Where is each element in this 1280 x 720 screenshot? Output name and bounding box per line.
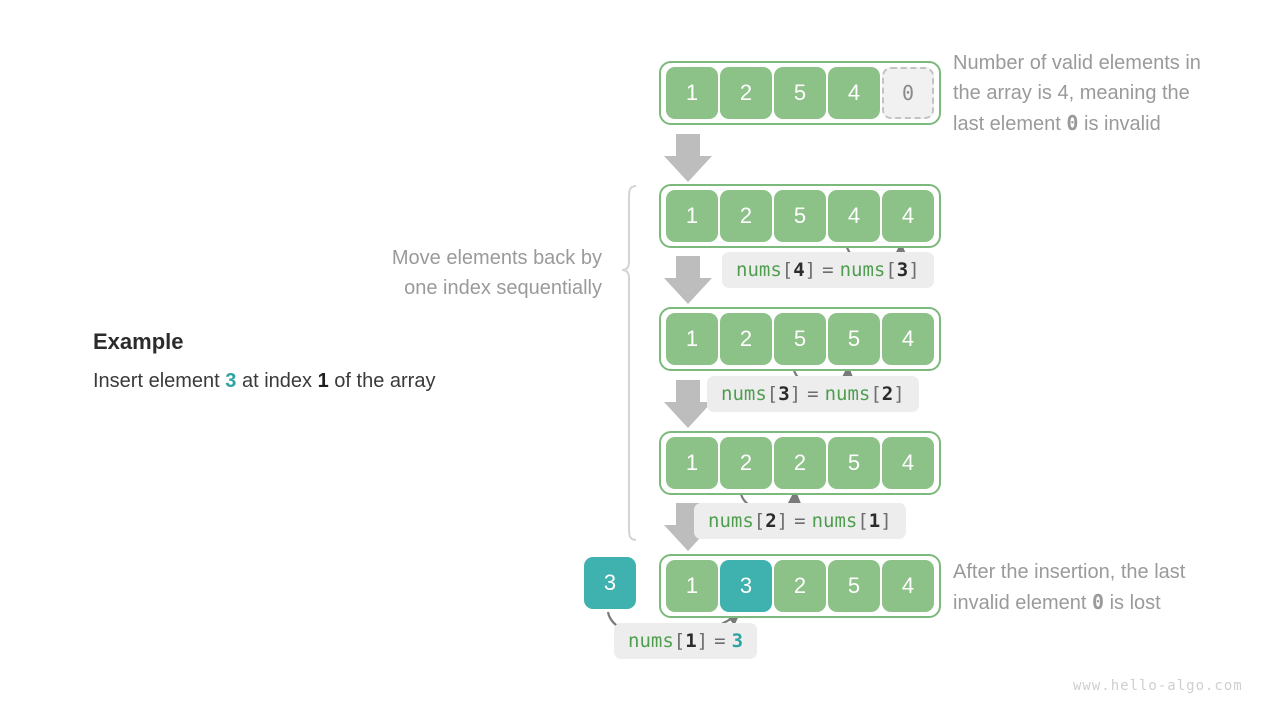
note-line: last element <box>953 113 1067 135</box>
code-assign-1-value: nums[1]=3 <box>614 623 758 659</box>
array-cell: 4 <box>828 190 880 242</box>
note-line: one index sequentially <box>404 277 602 299</box>
example-index: 1 <box>317 370 329 392</box>
code-identifier: nums <box>811 510 858 532</box>
insert-element-box: 3 <box>584 557 636 609</box>
final-array: 1 3 2 5 4 <box>659 554 941 618</box>
note-move-elements: Move elements back by one index sequenti… <box>322 243 602 303</box>
code-identifier: nums <box>839 259 886 281</box>
note-line: is lost <box>1104 592 1161 614</box>
array-cell: 2 <box>720 313 772 365</box>
array-cell: 2 <box>720 67 772 119</box>
code-bracket: ] <box>776 510 789 532</box>
code-value: 3 <box>731 630 744 652</box>
array-cell: 2 <box>774 560 826 612</box>
array-cell: 5 <box>828 560 880 612</box>
array-cell: 4 <box>882 437 934 489</box>
example-value: 3 <box>225 370 237 392</box>
code-index: 3 <box>896 259 909 281</box>
watermark: www.hello-algo.com <box>1073 678 1243 694</box>
shift-step-1-array: 1 2 5 4 4 <box>659 184 941 248</box>
array-cell-inserted: 3 <box>720 560 772 612</box>
code-bracket: ] <box>696 630 709 652</box>
array-cell: 1 <box>666 313 718 365</box>
code-bracket: ] <box>880 510 892 532</box>
array-cell: 5 <box>828 313 880 365</box>
note-line: After the insertion, the last <box>953 561 1186 583</box>
array-cell: 5 <box>774 190 826 242</box>
code-assign-3-from-2: nums[3]=nums[2] <box>707 376 919 412</box>
array-cell: 4 <box>882 313 934 365</box>
array-cell: 1 <box>666 560 718 612</box>
note-invalid-value: 0 <box>1091 590 1105 614</box>
code-bracket: ] <box>789 383 802 405</box>
code-index: 4 <box>793 259 805 281</box>
array-cell: 2 <box>774 437 826 489</box>
code-bracket: [ <box>753 510 766 532</box>
code-index: 2 <box>881 383 894 405</box>
code-bracket: [ <box>673 630 686 652</box>
initial-array: 1 2 5 4 0 <box>659 61 941 125</box>
code-bracket: [ <box>766 383 779 405</box>
note-line: the array is 4, meaning the <box>953 82 1190 104</box>
array-cell: 4 <box>882 560 934 612</box>
code-identifier: nums <box>824 383 871 405</box>
code-bracket: [ <box>781 259 794 281</box>
code-bracket: ] <box>804 259 817 281</box>
array-cell: 1 <box>666 437 718 489</box>
code-index: 3 <box>778 383 790 405</box>
array-cell-invalid: 0 <box>882 67 934 119</box>
example-text: at index <box>236 370 318 392</box>
example-text: of the array <box>328 370 436 392</box>
code-identifier: nums <box>708 510 754 532</box>
code-bracket: ] <box>893 383 905 405</box>
array-cell: 5 <box>774 313 826 365</box>
code-index: 1 <box>685 630 697 652</box>
code-operator: = <box>794 510 806 532</box>
code-bracket: [ <box>870 383 882 405</box>
example-description: Insert element 3 at index 1 of the array <box>93 370 435 393</box>
code-operator: = <box>822 259 834 281</box>
code-bracket: [ <box>885 259 897 281</box>
shift-step-2-array: 1 2 5 5 4 <box>659 307 941 371</box>
shift-step-3-array: 1 2 2 5 4 <box>659 431 941 495</box>
code-index: 1 <box>868 510 881 532</box>
note-line: invalid element <box>953 592 1092 614</box>
example-heading: Example <box>93 329 184 354</box>
array-cell: 4 <box>828 67 880 119</box>
array-cell: 1 <box>666 67 718 119</box>
code-operator: = <box>807 383 819 405</box>
array-cell: 2 <box>720 437 772 489</box>
code-index: 2 <box>765 510 777 532</box>
code-identifier: nums <box>736 259 782 281</box>
note-line: Move elements back by <box>391 247 602 269</box>
code-bracket: [ <box>857 510 869 532</box>
code-bracket: ] <box>908 259 920 281</box>
array-cell: 5 <box>828 437 880 489</box>
down-arrow-1 <box>664 134 712 182</box>
note-valid-elements: Number of valid elements in the array is… <box>953 48 1263 139</box>
note-line: is invalid <box>1078 113 1161 135</box>
note-line: Number of valid elements in <box>953 52 1201 74</box>
array-cell: 1 <box>666 190 718 242</box>
code-identifier: nums <box>628 630 674 652</box>
down-arrow-2 <box>664 256 712 304</box>
array-cell: 2 <box>720 190 772 242</box>
array-cell: 5 <box>774 67 826 119</box>
shift-group-brace <box>621 185 637 541</box>
down-arrow-3 <box>664 380 712 428</box>
code-assign-2-from-1: nums[2]=nums[1] <box>694 503 906 539</box>
note-invalid-value: 0 <box>1066 111 1079 135</box>
note-after-insertion: After the insertion, the last invalid el… <box>953 557 1263 618</box>
code-operator: = <box>714 630 726 652</box>
code-assign-4-from-3: nums[4]=nums[3] <box>722 252 934 288</box>
example-text: Insert element <box>93 370 226 392</box>
code-identifier: nums <box>721 383 767 405</box>
array-cell: 4 <box>882 190 934 242</box>
